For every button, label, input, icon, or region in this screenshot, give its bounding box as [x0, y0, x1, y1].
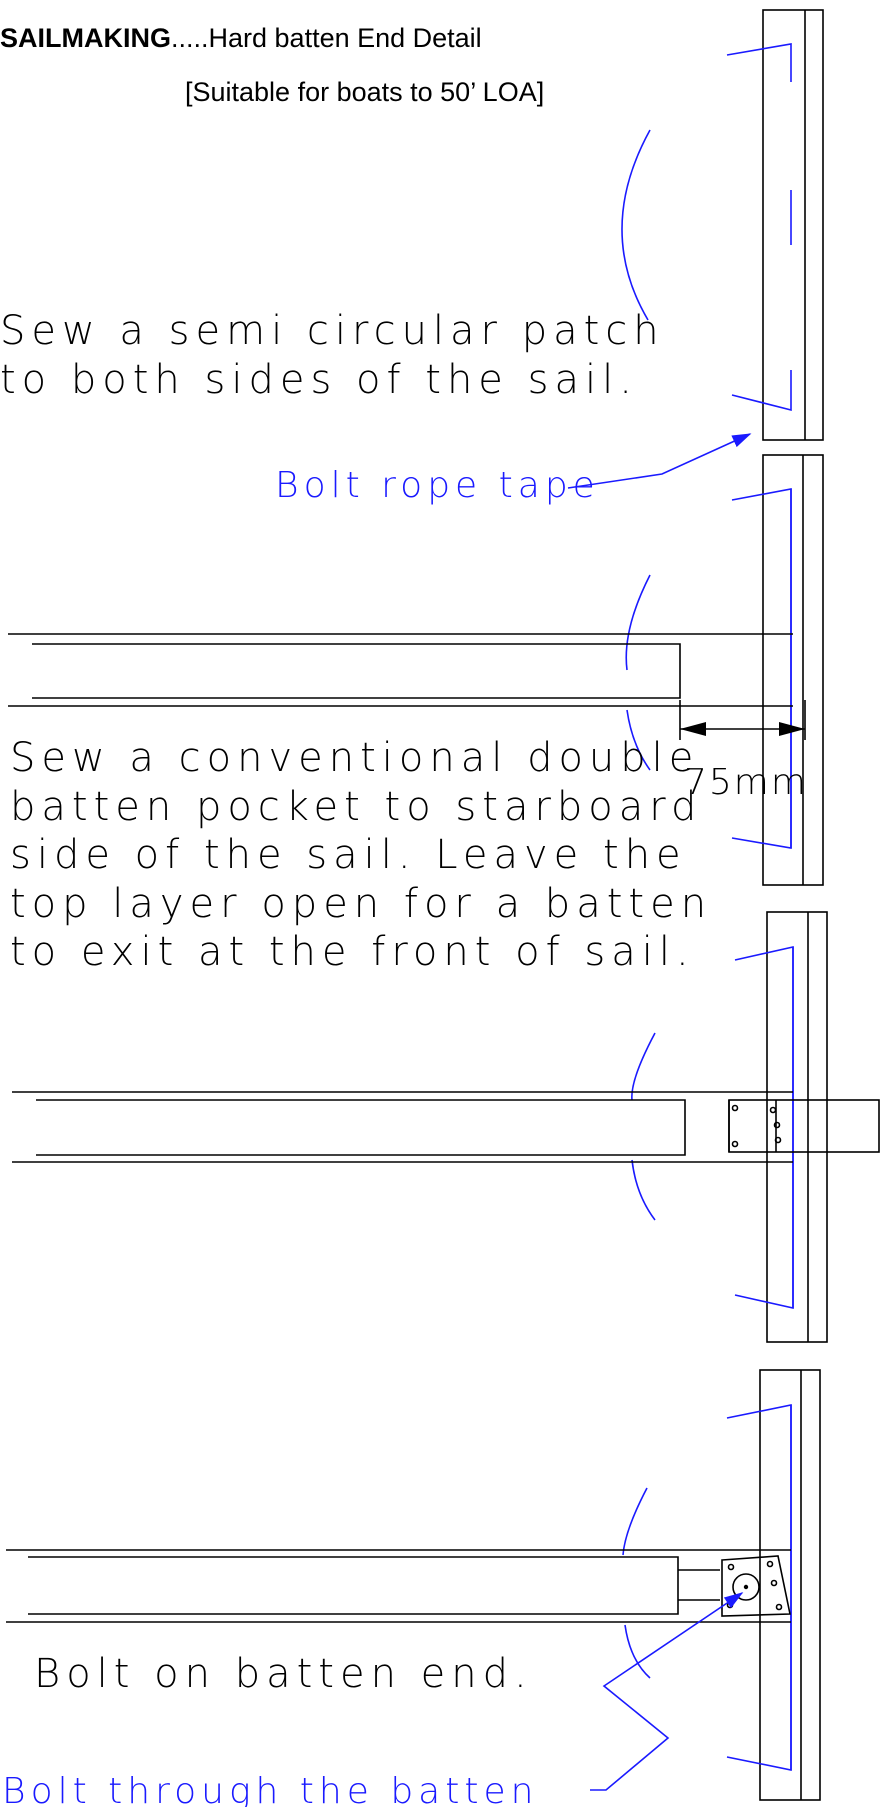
step1-line2: to both sides of the sail.	[0, 357, 638, 403]
title-bold: SAILMAKING	[0, 23, 171, 53]
luff-bolt-rope-2	[762, 454, 824, 886]
bolt-rope-leader	[567, 433, 752, 489]
step2-line4: top layer open for a batten	[10, 881, 712, 927]
luff-bolt-rope-4	[759, 1369, 821, 1801]
step2-line5: to exit at the front of sail.	[10, 929, 695, 975]
luff-bolt-rope-1	[762, 9, 824, 441]
dimension-label: 75mm	[684, 762, 808, 803]
batten-3	[36, 1099, 686, 1156]
step1-line1: Sew a semi circular patch	[0, 308, 665, 354]
luff-bolt-rope-3	[766, 911, 828, 1343]
panel-4-bolt-end	[6, 1369, 821, 1801]
step2-line3: side of the sail. Leave the	[10, 832, 687, 878]
bolt-rope-tape-label: Bolt rope tape	[275, 465, 600, 506]
panel-2-pocket	[8, 454, 824, 886]
subtitle: [Suitable for boats to 50’ LOA]	[185, 77, 544, 107]
bolt-through-leader	[590, 1592, 744, 1791]
title-rest: .....Hard batten End Detail	[171, 23, 482, 53]
batten-2	[32, 643, 681, 699]
title: SAILMAKING.....Hard batten End Detail	[0, 23, 482, 53]
panel-3-batten-exit	[12, 911, 880, 1343]
step2-line1: Sew a conventional double	[10, 735, 699, 781]
semi-circular-patch-arc	[621, 129, 651, 321]
step4-text: Bolt on batten end.	[34, 1651, 533, 1697]
batten-4	[28, 1556, 679, 1615]
batten-end-fitting-3	[728, 1099, 880, 1153]
step2-line2: batten pocket to starboard	[10, 784, 702, 830]
bolt-through-label: Bolt through the batten	[2, 1771, 538, 1807]
panel-1-patch	[621, 9, 824, 441]
batten-end-plate	[721, 1555, 791, 1617]
